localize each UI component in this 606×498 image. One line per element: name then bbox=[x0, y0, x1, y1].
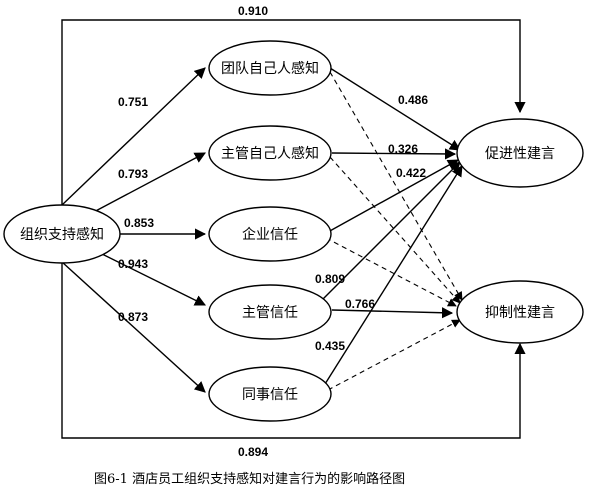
coef-src-m5: 0.873 bbox=[118, 310, 148, 324]
path-src-m5 bbox=[61, 261, 206, 393]
coef-src-m4: 0.943 bbox=[118, 257, 148, 271]
coef-bottom-direct: 0.894 bbox=[238, 445, 268, 459]
coef-src-m1: 0.751 bbox=[118, 95, 148, 109]
node-source-label: 组织支持感知 bbox=[20, 226, 104, 243]
direct-path-top bbox=[61, 19, 526, 212]
node-supervisor-insider: 主管自己人感知 bbox=[208, 125, 332, 181]
node-coworker-trust: 同事信任 bbox=[208, 366, 332, 422]
coef-src-m3: 0.853 bbox=[124, 216, 154, 230]
node-prohibitive-voice-label: 抑制性建言 bbox=[485, 305, 555, 321]
path-m5-o1 bbox=[319, 165, 463, 393]
path-src-m1 bbox=[61, 67, 206, 206]
path-src-m2 bbox=[89, 152, 206, 215]
node-promotive-voice: 促进性建言 bbox=[456, 118, 584, 188]
coef-m2-o1: 0.326 bbox=[388, 142, 418, 156]
node-coworker-trust-label: 同事信任 bbox=[242, 387, 298, 403]
coef-m1-o1: 0.486 bbox=[398, 93, 428, 107]
node-supervisor-insider-label: 主管自己人感知 bbox=[221, 145, 319, 162]
node-supervisor-trust: 主管信任 bbox=[208, 284, 332, 340]
coef-top-direct: 0.910 bbox=[238, 4, 268, 18]
path-m3-o1 bbox=[327, 159, 459, 233]
node-source: 组织支持感知 bbox=[3, 204, 121, 264]
figure-caption: 图6-1 酒店员工组织支持感知对建言行为的影响路径图 bbox=[94, 471, 405, 487]
path-m4-o1 bbox=[321, 161, 461, 301]
path-m3-o2 bbox=[325, 237, 457, 307]
coef-src-m2: 0.793 bbox=[118, 167, 148, 181]
coef-m3-o1: 0.422 bbox=[396, 166, 426, 180]
node-org-trust: 企业信任 bbox=[208, 206, 332, 262]
direct-path-bottom bbox=[61, 255, 526, 439]
path-m1-o1 bbox=[329, 67, 461, 151]
node-promotive-voice-label: 促进性建言 bbox=[485, 146, 555, 162]
path-m4-o2 bbox=[331, 307, 454, 319]
path-m1-o2 bbox=[329, 71, 463, 301]
path-m2-o2 bbox=[329, 156, 461, 304]
coef-m4-o1: 0.809 bbox=[315, 272, 345, 286]
node-team-insider-label: 团队自己人感知 bbox=[221, 60, 319, 77]
path-m2-o1 bbox=[331, 148, 457, 160]
path-m5-o2 bbox=[327, 319, 461, 391]
node-org-trust-label: 企业信任 bbox=[242, 226, 298, 243]
node-prohibitive-voice: 抑制性建言 bbox=[456, 280, 584, 344]
path-src-m4 bbox=[99, 252, 207, 306]
coef-m5-o1: 0.435 bbox=[315, 339, 345, 353]
coef-m4-o2: 0.766 bbox=[345, 297, 375, 311]
node-supervisor-trust-label: 主管信任 bbox=[242, 305, 298, 321]
node-team-insider: 团队自己人感知 bbox=[208, 40, 332, 96]
